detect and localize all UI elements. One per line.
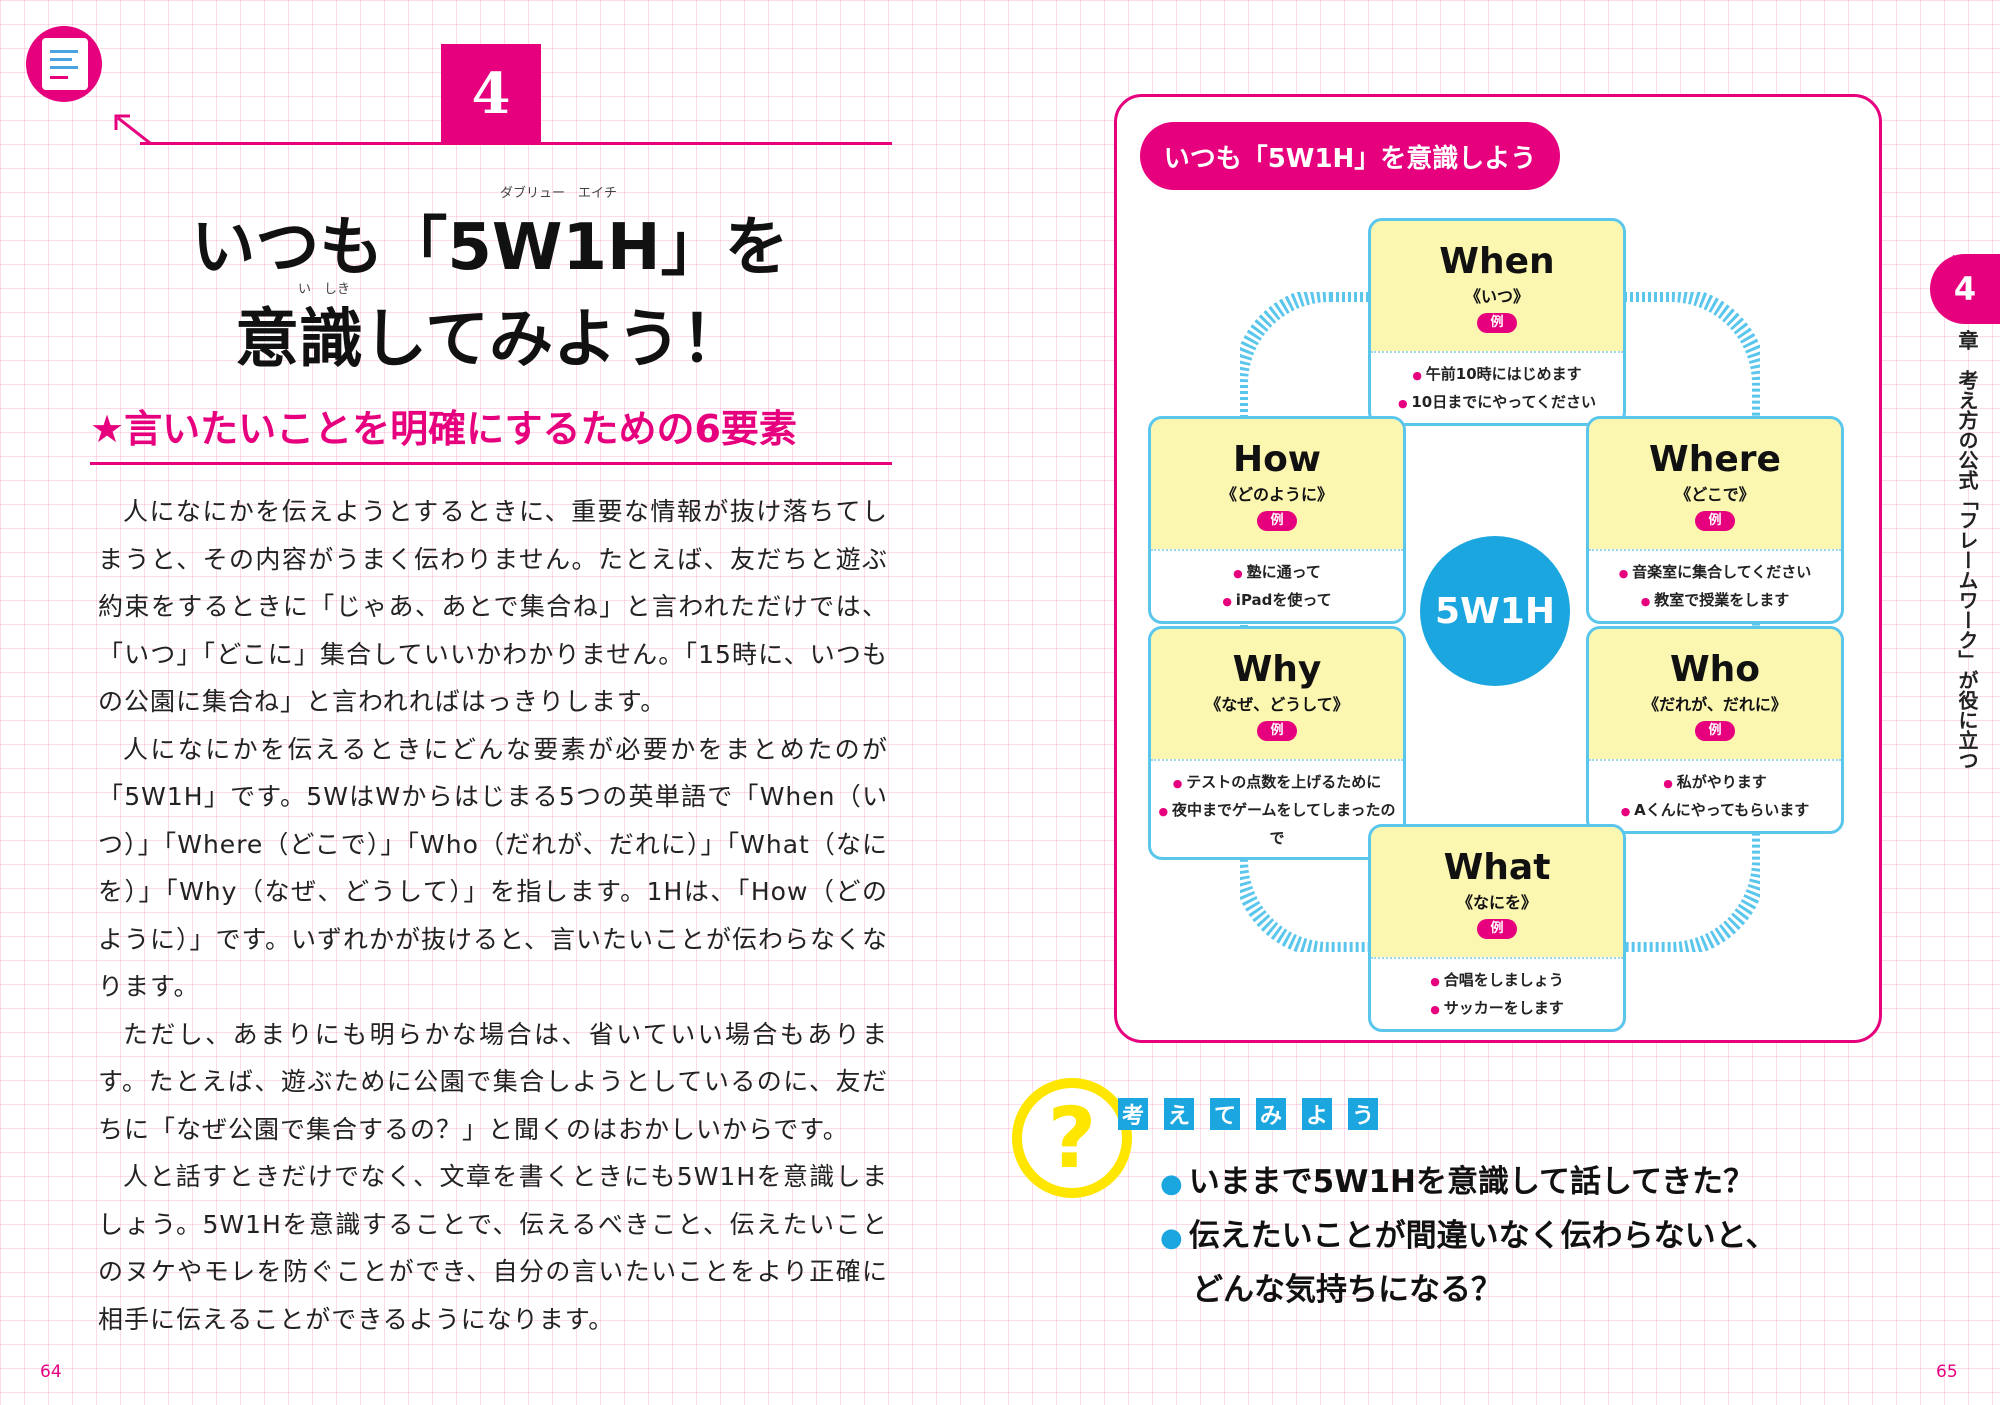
paragraph: 人になにかを伝えるときにどんな要素が必要かをまとめたのが「5W1H」です。5Wは… bbox=[98, 734, 889, 1002]
side-chapter-tab: 4 bbox=[1930, 254, 2000, 324]
example-badge: 例 bbox=[1695, 511, 1735, 531]
example-badge: 例 bbox=[1477, 313, 1517, 333]
title-ruby: ダブリュー エイチ bbox=[500, 186, 618, 201]
example-badge: 例 bbox=[1477, 919, 1517, 939]
question-2-cont: どんな気持ちになる？ bbox=[1192, 1272, 1502, 1308]
card-jp: 《なぜ、どうして》 bbox=[1205, 695, 1349, 714]
example-item: 夜中までゲームをしてしまったので bbox=[1157, 797, 1397, 851]
card-where: Where 《どこで》 例 音楽室に集合してください 教室で授業をします bbox=[1586, 416, 1844, 624]
card-en: What bbox=[1443, 847, 1551, 888]
question-2: ●伝えたいことが間違いなく伝わらないと、 bbox=[1160, 1210, 1776, 1255]
example-item: サッカーをします bbox=[1377, 995, 1617, 1023]
example-item: iPadを使って bbox=[1157, 587, 1397, 615]
card-en: How bbox=[1232, 439, 1322, 480]
document-icon bbox=[42, 38, 88, 90]
panel-title: いつも「5W1H」を意識しよう bbox=[1140, 122, 1560, 190]
example-item: テストの点数を上げるために bbox=[1157, 769, 1397, 797]
question-1: ●いままで5W1Hを意識して話してきた？ bbox=[1160, 1156, 1754, 1201]
example-item: 合唱をしましょう bbox=[1377, 967, 1617, 995]
page-title-line2: 意識してみよう！ bbox=[234, 303, 746, 377]
example-item: 音楽室に集合してください bbox=[1595, 559, 1835, 587]
card-jp: 《だれが、だれに》 bbox=[1643, 695, 1787, 714]
card-en: When bbox=[1439, 241, 1555, 282]
example-item: 午前10時にはじめます bbox=[1377, 361, 1617, 389]
title-ruby-2: い しき bbox=[298, 282, 351, 297]
example-badge: 例 bbox=[1695, 721, 1735, 741]
example-badge: 例 bbox=[1257, 721, 1297, 741]
think-char: う bbox=[1348, 1098, 1378, 1130]
bullet-icon: ● bbox=[1160, 1223, 1183, 1253]
arrow-icon bbox=[114, 114, 151, 145]
card-jp: 《どのように》 bbox=[1220, 485, 1333, 504]
example-item: 私がやります bbox=[1595, 769, 1835, 797]
card-en: Who bbox=[1669, 649, 1761, 690]
page-title-line1: いつも「5W1H」を bbox=[191, 211, 789, 285]
example-item: 教室で授業をします bbox=[1595, 587, 1835, 615]
subtitle-rule bbox=[90, 462, 892, 465]
center-5w1h-circle: 5W1H bbox=[1420, 536, 1570, 686]
think-char: 考 bbox=[1118, 1098, 1148, 1130]
think-char: み bbox=[1256, 1098, 1286, 1130]
question-text: いままで5W1Hを意識して話してきた？ bbox=[1188, 1164, 1755, 1200]
question-text: 伝えたいことが間違いなく伝わらないと、 bbox=[1188, 1218, 1777, 1254]
question-mark-icon: ? bbox=[1012, 1078, 1132, 1198]
card-en: Why bbox=[1232, 649, 1322, 690]
think-char: え bbox=[1164, 1098, 1194, 1130]
card-what: What 《なにを》 例 合唱をしましょう サッカーをします bbox=[1368, 824, 1626, 1032]
card-en: Where bbox=[1649, 439, 1781, 480]
example-item: 10日までにやってください bbox=[1377, 389, 1617, 417]
example-item: Aくんにやってもらいます bbox=[1595, 797, 1835, 825]
paragraph: ただし、あまりにも明らかな場合は、省いていい場合もあります。たとえば、遊ぶために… bbox=[98, 1019, 888, 1144]
card-jp: 《いつ》 bbox=[1464, 287, 1529, 306]
paragraph: 人になにかを伝えようとするときに、重要な情報が抜け落ちてしまうと、その内容がうま… bbox=[98, 497, 888, 716]
chapter-header-icon bbox=[26, 26, 102, 102]
chapter-number-box: 4 bbox=[441, 44, 541, 144]
card-when: When 《いつ》 例 午前10時にはじめます 10日までにやってください bbox=[1368, 218, 1626, 426]
example-item: 塾に通って bbox=[1157, 559, 1397, 587]
card-why: Why 《なぜ、どうして》 例 テストの点数を上げるために 夜中までゲームをして… bbox=[1148, 626, 1406, 860]
body-text: 人になにかを伝えようとするときに、重要な情報が抜け落ちてしまうと、その内容がうま… bbox=[98, 488, 888, 1343]
paragraph: 人と話すときだけでなく、文章を書くときにも5W1Hを意識しましょう。5W1Hを意… bbox=[98, 1162, 888, 1334]
card-who: Who 《だれが、だれに》 例 私がやります Aくんにやってもらいます bbox=[1586, 626, 1844, 834]
example-badge: 例 bbox=[1257, 511, 1297, 531]
think-char: て bbox=[1210, 1098, 1240, 1130]
card-jp: 《どこで》 bbox=[1675, 485, 1755, 504]
side-chapter-title: 章 考え方の公式「フレームワーク」が役に立つ bbox=[1955, 330, 1979, 770]
page-number-right: 65 bbox=[1936, 1362, 1958, 1382]
section-subtitle: ★言いたいことを明確にするための6要素 bbox=[90, 407, 797, 451]
card-how: How 《どのように》 例 塾に通って iPadを使って bbox=[1148, 416, 1406, 624]
page-number-left: 64 bbox=[40, 1362, 62, 1382]
card-jp: 《なにを》 bbox=[1456, 893, 1537, 912]
bullet-icon: ● bbox=[1160, 1169, 1183, 1199]
think-char: よ bbox=[1302, 1098, 1332, 1130]
